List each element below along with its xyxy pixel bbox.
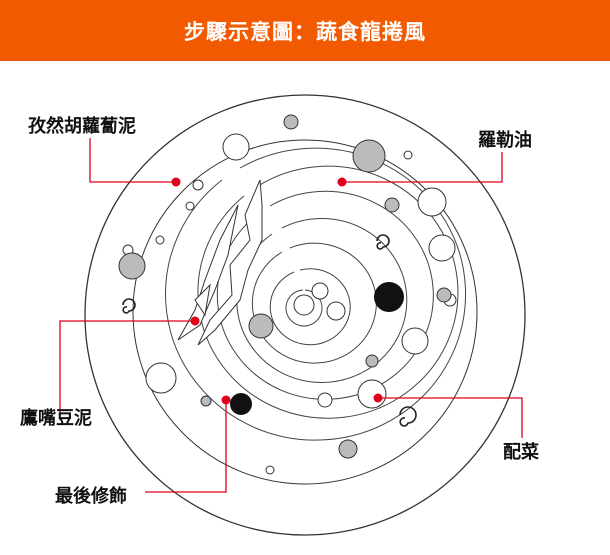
title-banner: 步驟示意圖：蔬食龍捲風 bbox=[0, 0, 610, 61]
label-carrot-puree: 孜然胡蘿蔔泥 bbox=[28, 116, 136, 137]
plate-inner-rim bbox=[132, 139, 478, 485]
label-rouille: 羅勒油 bbox=[478, 130, 532, 151]
garnish-leaves bbox=[177, 179, 263, 346]
curl-garnishes bbox=[122, 234, 417, 427]
page-title: 步驟示意圖：蔬食龍捲風 bbox=[184, 19, 426, 44]
black-dots bbox=[230, 282, 404, 415]
plate-outer-rim bbox=[84, 94, 526, 536]
label-chickpea-puree: 鷹嘴豆泥 bbox=[20, 408, 92, 429]
label-final-touch: 最後修飾 bbox=[55, 486, 127, 507]
marker-dots bbox=[171, 177, 383, 405]
hatched-dots bbox=[118, 114, 452, 459]
label-side-dish: 配菜 bbox=[503, 442, 539, 463]
leader-lines bbox=[59, 138, 523, 493]
